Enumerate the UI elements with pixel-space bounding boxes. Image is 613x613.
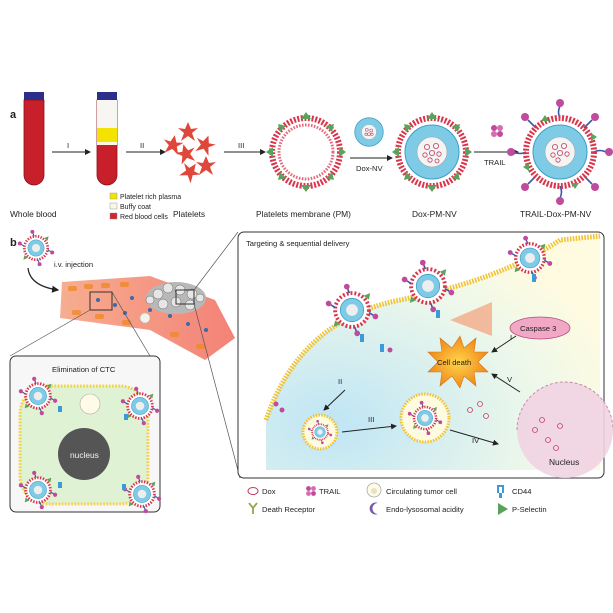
route-v-label: V (507, 375, 513, 384)
pm-label: Platelets membrane (PM) (256, 209, 351, 219)
bottom-legend: Dox TRAIL Circulating tumor cell CD44 De… (247, 482, 547, 515)
dox-icon (247, 487, 259, 495)
legend-acidity: Endo-lysosomal acidity (386, 505, 464, 514)
separated-blood-tube (96, 92, 118, 186)
injected-nanoparticle (16, 228, 56, 268)
ctc-nucleus-label: nucleus (70, 450, 99, 460)
trail-dox-pm-nv-particle (507, 99, 613, 205)
iv-injection-label: i.v. injection (54, 260, 93, 269)
zoom-line-tumor-2 (193, 303, 241, 479)
legend-prp: Platelet rich plasma (120, 194, 181, 201)
zoom-line-ctc-2 (9, 309, 91, 357)
trail-label: TRAIL (484, 158, 506, 167)
platelet-membrane-vesicle (266, 112, 346, 192)
legend-dox: Dox (262, 487, 276, 496)
dox-nv-label: Dox-NV (356, 164, 384, 173)
dox-pm-nv-label: Dox-PM-NV (412, 209, 457, 219)
dox-pm-nv-particle (392, 112, 472, 192)
platelets-cluster (161, 122, 218, 186)
ctc-box-title: Elimination of CTC (52, 365, 116, 374)
legend-cd44: CD44 (512, 487, 531, 496)
cell-death-label: Cell death (437, 358, 471, 367)
ctc-elimination-box (9, 355, 163, 515)
whole-blood-label: Whole blood (10, 209, 57, 219)
zoom-line-ctc-1 (111, 291, 151, 357)
legend-trail: TRAIL (319, 487, 341, 496)
tumor-mass (145, 282, 206, 314)
iv-injection-arrow (27, 267, 60, 293)
ctc-icon (366, 482, 382, 498)
whole-blood-tube (23, 92, 45, 186)
dox-nv-particle (354, 117, 384, 147)
platelets-label: Platelets (173, 209, 205, 219)
legend-rbc: Red blood cells (120, 214, 168, 221)
cd44-icon (497, 485, 504, 498)
route-i-label: I (510, 333, 512, 342)
step-iii-label: III (238, 141, 244, 150)
p-selectin-icon (498, 503, 508, 515)
legend-ctc: Circulating tumor cell (386, 487, 457, 496)
route-iv-label: IV (472, 436, 480, 445)
route-iii-label: III (368, 415, 374, 424)
zoom-line-tumor-1 (193, 231, 239, 291)
nucleus-2-label: Nucleus (549, 457, 579, 467)
tube-legend: Platelet rich plasma Buffy coat Red bloo… (109, 192, 181, 221)
caspase-3-label: Caspase 3 (520, 324, 556, 333)
targeting-box (237, 231, 613, 479)
trail-icon (306, 486, 316, 496)
panel-a-letter: a (10, 109, 17, 121)
step-ii-label: II (140, 141, 144, 150)
legend-buffy: Buffy coat (120, 204, 151, 211)
acidity-icon (369, 502, 378, 515)
route-ii-label: II (338, 377, 342, 386)
caspase-3-badge (509, 316, 571, 340)
step-i-label: I (67, 141, 69, 150)
panel-b-letter: b (10, 237, 17, 249)
blood-vessel (60, 276, 235, 360)
trail-dox-pm-nv-label: TRAIL-Dox-PM-NV (520, 209, 592, 219)
death-receptor-icon (248, 502, 258, 514)
legend-p-selectin: P-Selectin (512, 505, 547, 514)
legend-death-receptor: Death Receptor (262, 505, 316, 514)
targeting-title: Targeting & sequential delivery (246, 239, 350, 248)
trail-molecule (491, 125, 503, 137)
cell-death-burst (427, 335, 489, 389)
